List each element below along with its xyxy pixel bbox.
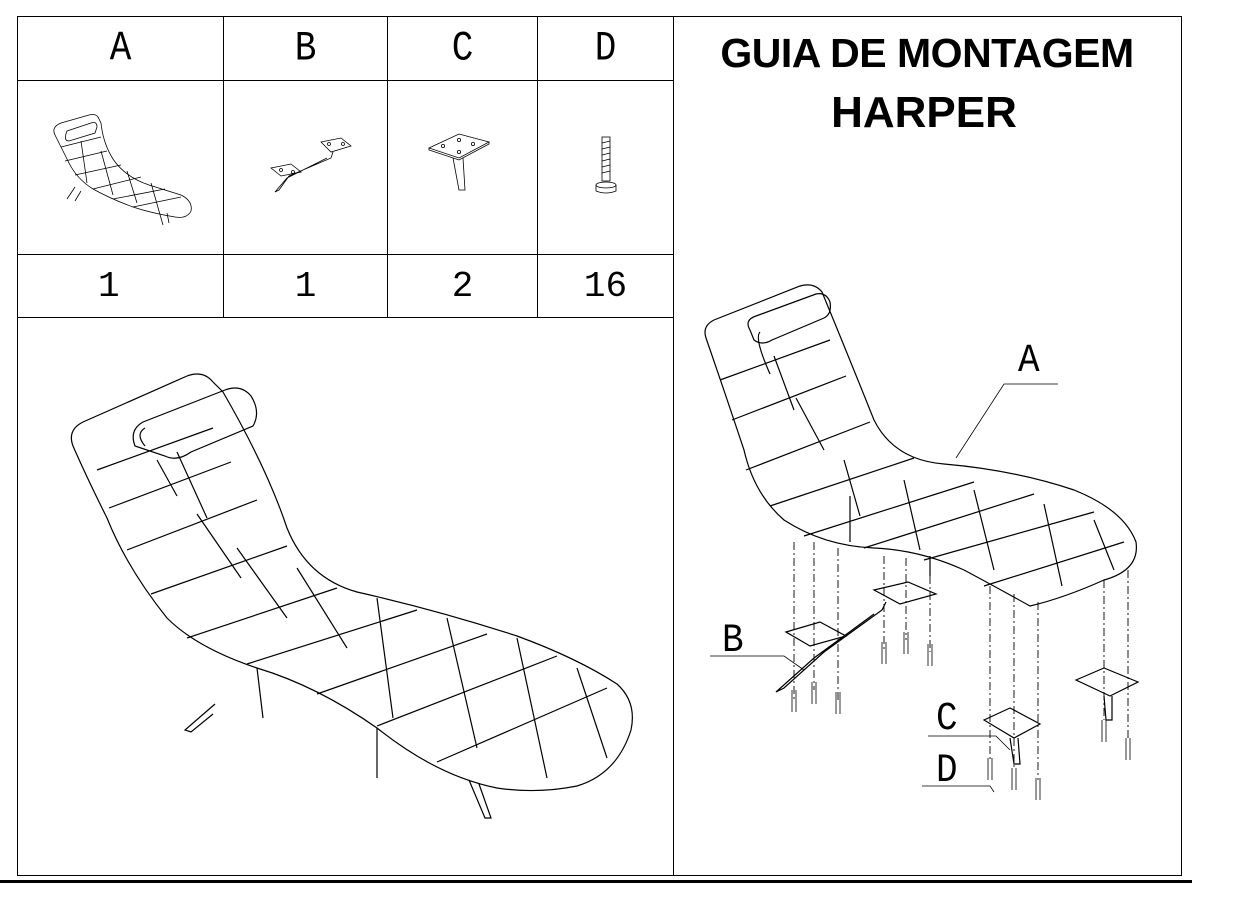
part-quantity-c: 2 <box>451 265 474 307</box>
assembled-chaise-illustration <box>70 373 633 819</box>
parts-qty-a: 1 <box>17 254 224 318</box>
parts-header-b: B <box>223 16 388 81</box>
parts-qty-c: 2 <box>387 254 538 318</box>
parts-image-a <box>17 80 224 255</box>
parts-qty-b: 1 <box>223 254 388 318</box>
part-letter-d: D <box>594 24 617 73</box>
bracket-base-icon <box>269 137 352 192</box>
leg-plate-icon <box>427 133 490 190</box>
part-letter-b: B <box>294 24 317 73</box>
part-quantity-b: 1 <box>294 265 317 307</box>
right-panel-frame <box>673 16 1182 876</box>
parts-image-b <box>223 80 388 255</box>
part-letter-c: C <box>451 24 474 73</box>
callout-label-d: D <box>936 747 958 794</box>
screw-icon <box>595 136 616 193</box>
part-quantity-a: 1 <box>98 265 120 307</box>
part-quantity-d: 16 <box>583 265 628 307</box>
parts-qty-d: 16 <box>537 254 674 318</box>
parts-header-d: D <box>537 16 674 81</box>
parts-image-d <box>537 80 674 255</box>
callout-label-a: A <box>1018 337 1040 384</box>
parts-image-c <box>387 80 538 255</box>
bottom-rule <box>0 880 1192 883</box>
part-letter-a: A <box>109 24 132 73</box>
guide-title: GUIA DE MONTAGEM <box>720 30 1134 76</box>
chaise-lounge-icon <box>52 113 192 225</box>
callout-label-c: C <box>936 695 958 742</box>
exploded-assembly-diagram <box>704 284 1140 800</box>
parts-header-a: A <box>17 16 224 81</box>
callout-label-b: B <box>722 617 744 664</box>
parts-header-c: C <box>387 16 538 81</box>
product-name: HARPER <box>831 88 1017 137</box>
